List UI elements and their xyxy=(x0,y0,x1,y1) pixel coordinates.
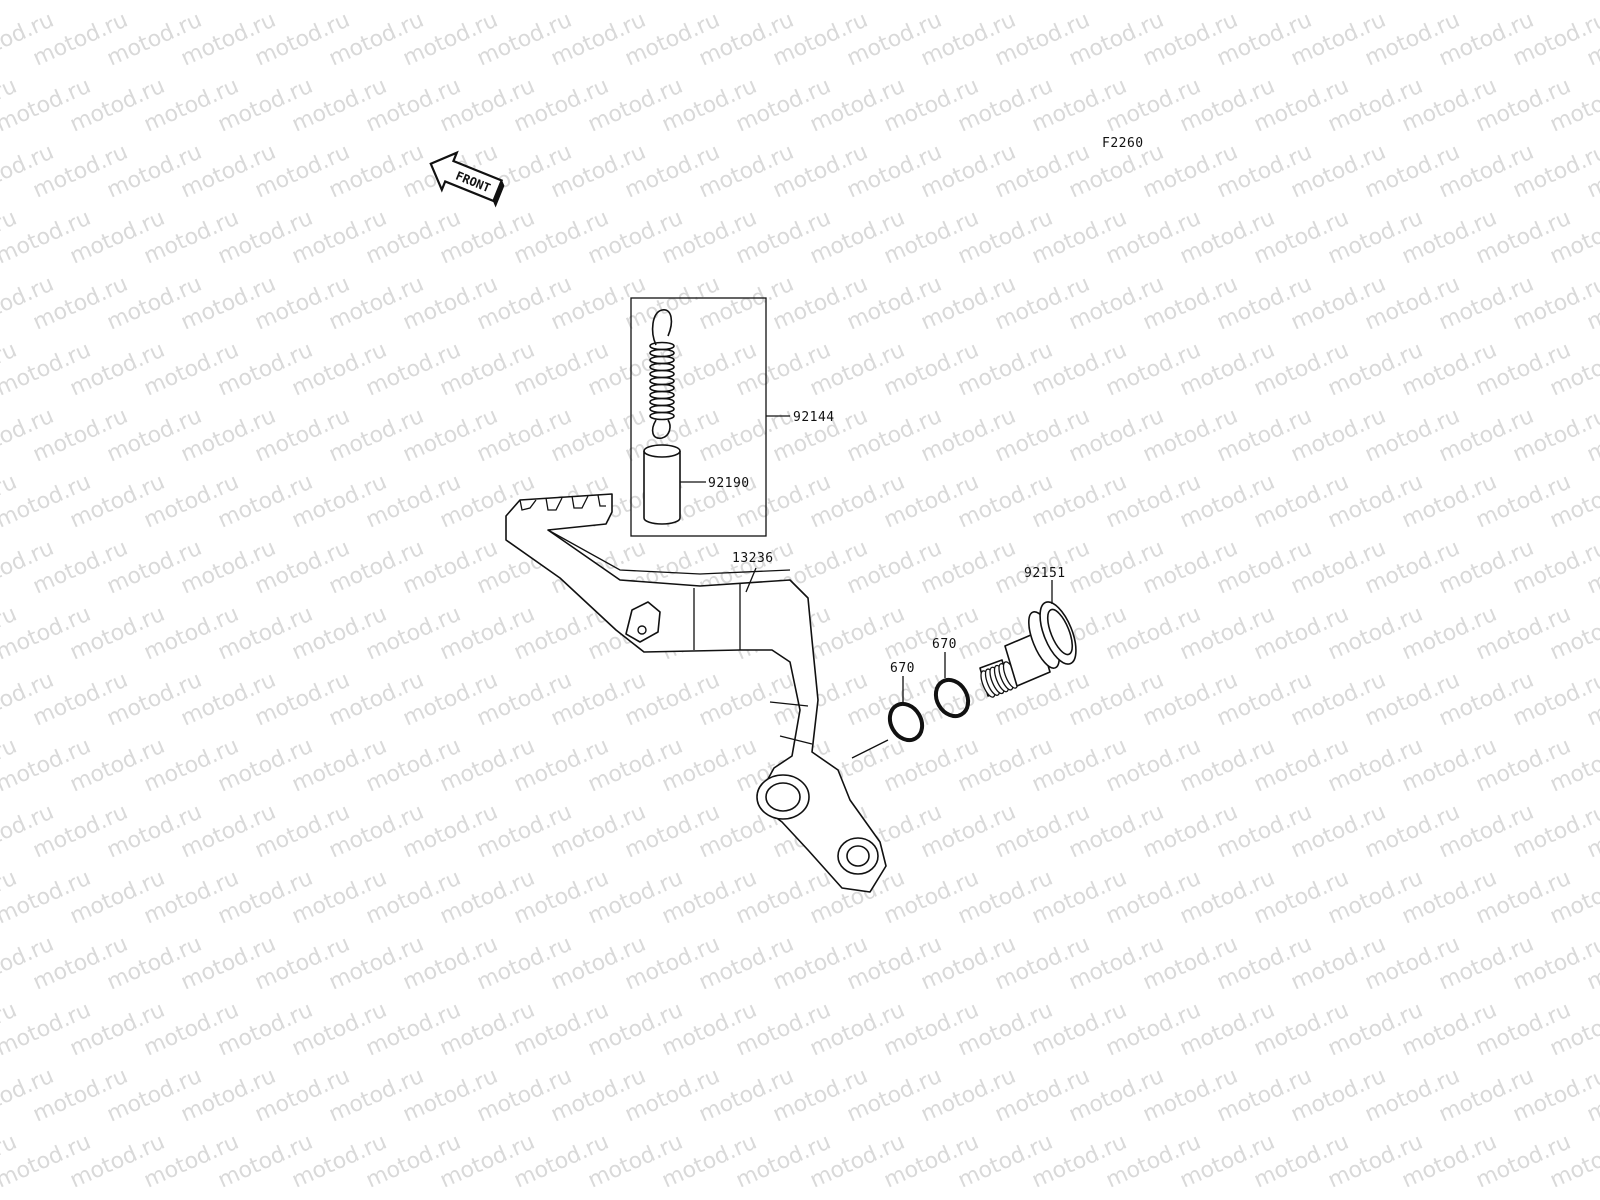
pivot-bolt-icon xyxy=(979,601,1077,698)
o-ring-inner-icon xyxy=(933,677,971,719)
kit-box xyxy=(630,297,767,537)
spring-coil xyxy=(649,411,675,421)
part-label-92190: 92190 xyxy=(708,476,750,491)
collar-icon xyxy=(643,444,681,525)
part-label-13236: 13236 xyxy=(732,551,774,566)
watermark-text: motod.ru xyxy=(1546,0,1600,5)
brake-pedal-icon xyxy=(505,493,887,893)
part-label-92151: 92151 xyxy=(1024,566,1066,581)
diagram-code: F2260 xyxy=(1102,136,1144,151)
part-label-92144: 92144 xyxy=(793,410,835,425)
part-label-670-inner: 670 xyxy=(932,637,957,652)
leader-lines xyxy=(680,415,1053,759)
watermark-text: motod.ru xyxy=(0,1196,58,1200)
spring-coil xyxy=(649,397,675,407)
return-spring-icon xyxy=(649,309,675,440)
spring-coil xyxy=(649,404,675,414)
part-label-670-outer: 670 xyxy=(890,661,915,676)
o-ring-outer-icon xyxy=(887,701,925,743)
